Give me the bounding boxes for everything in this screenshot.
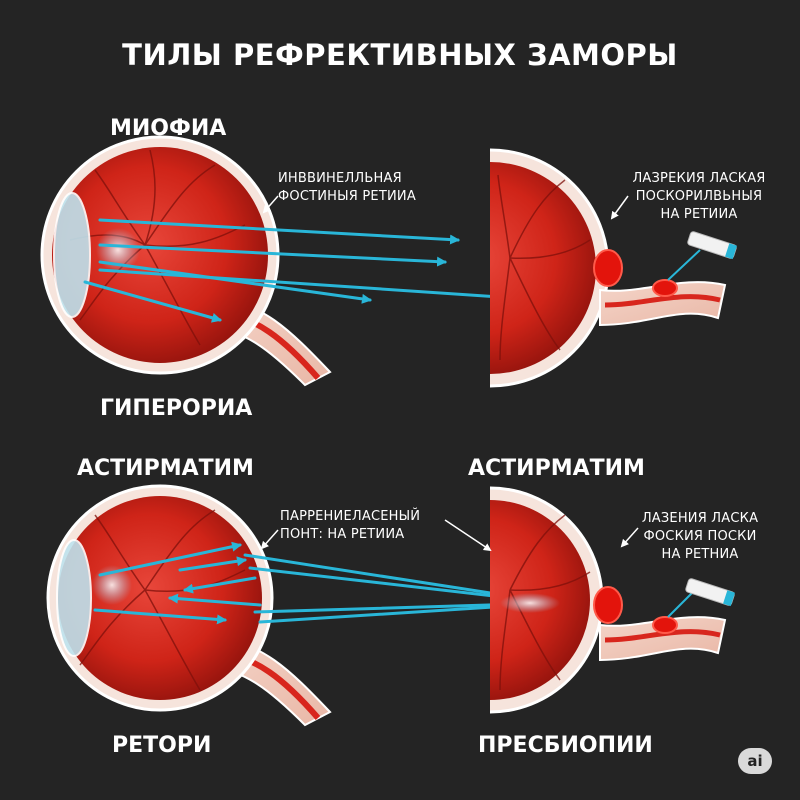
note-line: ПОСКОРИЛВЬНЫЯ [635,189,763,204]
eye-bottom-left [46,484,332,727]
note-line: ФОСТИНЫЯ РЕТИИА [278,189,416,204]
note-line: ПАРРЕНИЕЛАСЕНЫЙ [280,509,421,524]
note-bottom-right: ЛАЗЕНИЯ ЛАСКА ФОСКИЯ ПОСКИ НА РЕТНИА [630,510,770,564]
nerve-top-right [593,231,737,327]
label-bottom-left: РЕТОРИ [112,733,212,758]
note-line: НА РЕТИИА [660,207,738,222]
note-line: НА РЕТНИА [661,547,739,562]
note-line: ЛАЗРЕКИЯ ЛАСКАЯ [632,171,766,186]
pointer-lines [260,195,639,552]
note-bottom-center: ПАРРЕНИЕЛАСЕНЫЙ ПОНТ: НА РЕТИИА [280,508,420,544]
nerve-bottom-right [593,578,735,662]
note-line: ФОСКИЯ ПОСКИ [643,529,757,544]
eye-top-right [490,148,610,388]
label-astigmatism-left: АСТИРМАТИМ [77,456,254,481]
rays-top-left [83,218,517,323]
note-line: ЛАЗЕНИЯ ЛАСКА [641,511,759,526]
eye-bottom-right [490,486,604,714]
ai-badge: ai [738,748,772,774]
page-title: ТИЛЫ РЕФРЕКТИВНЫХ ЗАМОРЫ [122,38,678,72]
eye-top-left [40,135,332,387]
note-top-right: ЛАЗРЕКИЯ ЛАСКАЯ ПОСКОРИЛВЬНЫЯ НА РЕТИИА [624,170,774,224]
label-hyperopia: ГИПЕРОРИА [100,396,253,421]
note-line: ИНВВИНЕЛЛЬНАЯ [278,171,402,186]
label-presbyopia: ПРЕСБИОПИИ [478,733,653,758]
note-top-center: ИНВВИНЕЛЛЬНАЯ ФОСТИНЫЯ РЕТИИА [278,170,416,206]
label-astigmatism-right: АСТИРМАТИМ [468,456,645,481]
note-line: ПОНТ: НА РЕТИИА [280,527,405,542]
